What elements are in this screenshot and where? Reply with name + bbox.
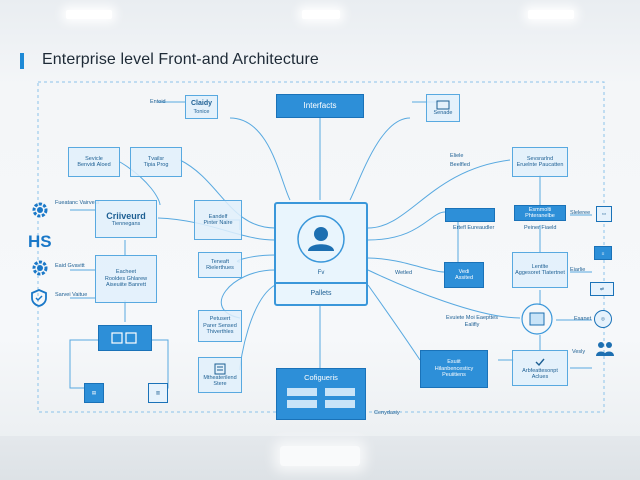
service-box-1: Sevicle Benvidi Aloed bbox=[68, 147, 120, 177]
title-accent-bar bbox=[20, 53, 24, 69]
gear-icon bbox=[32, 202, 48, 218]
criiveurd-box: Criiveurd Tiennegans bbox=[95, 200, 157, 238]
center-right-label: Wetled bbox=[395, 270, 413, 276]
config-cell bbox=[287, 388, 317, 396]
device-icon: ▭ bbox=[596, 206, 612, 222]
right-label: Beelfled bbox=[450, 162, 470, 168]
server-rack-icon: ≡ bbox=[594, 246, 612, 260]
left-label: Eaid Gvavitt bbox=[55, 263, 85, 269]
bottom-label: Cenydasiy bbox=[374, 410, 400, 416]
users-icon bbox=[596, 342, 614, 356]
dark-module-box bbox=[98, 325, 152, 351]
server-icon: ▥ bbox=[148, 383, 168, 403]
right-strip-label: Peiner Fiaeld bbox=[524, 225, 557, 231]
floor-glow bbox=[280, 446, 360, 466]
ceiling-light bbox=[66, 10, 112, 19]
eandelf-box: Eandelf Pinter Naire bbox=[194, 200, 242, 240]
config-cell bbox=[287, 400, 317, 408]
module-icon bbox=[111, 332, 137, 344]
storage-icon: ▤ bbox=[84, 383, 104, 403]
far-right-label: Eiarlie bbox=[570, 267, 586, 273]
config-cells bbox=[287, 388, 355, 408]
storage-box: Mtheaterilend Stere bbox=[198, 357, 242, 393]
vedi-box: Vedi Assited bbox=[444, 262, 484, 288]
right-strip-label: Ertefl Eureaudler bbox=[453, 225, 495, 231]
eacheet-box: Eacheet Rooldes Ghlarew Aiseuiite Banret… bbox=[95, 255, 157, 303]
far-right-label: Sleleree bbox=[570, 210, 591, 216]
esuiit-box: Esuiit Hilanbencesticy Peuiitiens bbox=[420, 350, 488, 388]
configurations-box: Cofigueris bbox=[276, 368, 366, 420]
right-strip-2: Esmmolti Phteranelbe bbox=[514, 205, 566, 221]
window-icon bbox=[436, 100, 450, 110]
pallets-footer: Pallets bbox=[276, 282, 366, 304]
hs-text: HS bbox=[28, 232, 52, 251]
top-left-label: Entoid bbox=[150, 99, 166, 105]
right-label: Eliele bbox=[450, 153, 464, 159]
ceiling-light bbox=[302, 10, 340, 19]
right-strip-1 bbox=[445, 208, 495, 222]
right-row-label: Evuiete Moi Eaepttes Ealifly bbox=[446, 315, 498, 328]
config-cell bbox=[325, 388, 355, 396]
teneaft-box: Teneaft Rielerthues bbox=[198, 252, 242, 278]
claidy-box: Claidy Tonice bbox=[185, 95, 218, 119]
left-label: Sarvei Vaitue bbox=[55, 292, 88, 298]
lentlte-box: Lentlte Aggesoret Tlatertnet bbox=[512, 252, 568, 288]
gear-icon bbox=[32, 260, 48, 276]
link-icon: ⇄ bbox=[590, 282, 614, 296]
chip-icon bbox=[521, 303, 553, 335]
config-cell bbox=[325, 400, 355, 408]
left-label: Fueatanc Vairveul bbox=[55, 200, 99, 206]
user-avatar-icon bbox=[297, 215, 345, 263]
bottom-right-box: Arbfeattesonpt Aclues bbox=[512, 350, 568, 386]
interfaces-header-box: Interfacts bbox=[276, 94, 364, 118]
service-box-2: Tvailsr Tipia Prog bbox=[130, 147, 182, 177]
check-icon bbox=[535, 358, 545, 366]
document-icon bbox=[214, 363, 226, 374]
petusert-box: Petusert Parer Sensed Thiverthles bbox=[198, 310, 242, 342]
configurations-title: Cofigueris bbox=[304, 373, 338, 382]
senade-box: Senade bbox=[426, 94, 460, 122]
central-node-label: Fv bbox=[317, 270, 325, 276]
globe-icon: ◎ bbox=[594, 310, 612, 328]
ceiling-light bbox=[528, 10, 574, 19]
pallets-label: Pallets bbox=[310, 289, 332, 297]
far-right-label: Esanet bbox=[574, 316, 592, 322]
page-title: Enterprise level Front-and Architecture bbox=[42, 51, 319, 68]
far-right-label: Vesly bbox=[572, 349, 586, 355]
sevsrarlnd-box: Sevsrarlnd Eruelnte Paucatten bbox=[512, 147, 568, 177]
shield-icon bbox=[31, 289, 47, 307]
central-node: Fv Pallets bbox=[274, 202, 368, 306]
interfaces-label: Interfacts bbox=[303, 100, 337, 110]
